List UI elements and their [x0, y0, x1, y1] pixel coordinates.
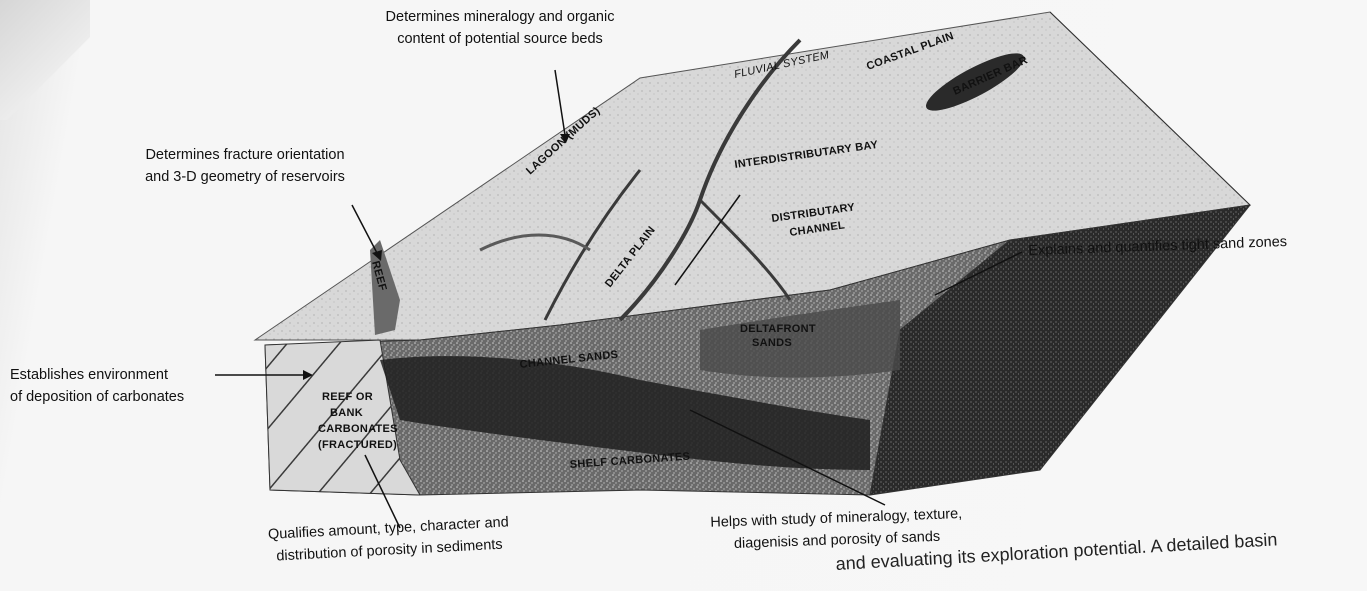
leader-source-beds: [555, 70, 565, 135]
callout-source-beds-line2: content of potential source beds: [340, 28, 660, 50]
callout-source-beds-line1: Determines mineralogy and organic: [340, 6, 660, 28]
label-deltafront-sands-1: DELTAFRONT: [740, 323, 816, 335]
label-reef-carbonates-3: CARBONATES: [318, 423, 398, 435]
callout-fracture-line2: and 3-D geometry of reservoirs: [110, 166, 380, 188]
callout-environment: Establishes environment of deposition of…: [10, 364, 184, 408]
label-reef-carbonates-2: BANK: [330, 407, 363, 419]
leader-fracture: [352, 205, 378, 255]
label-deltafront-sands-2: SANDS: [752, 337, 792, 349]
callout-fracture: Determines fracture orientation and 3-D …: [110, 144, 380, 188]
callout-fracture-line1: Determines fracture orientation: [110, 144, 380, 166]
callout-environment-line1: Establishes environment: [10, 364, 184, 386]
label-reef-carbonates-4: (FRACTURED): [318, 439, 397, 451]
label-reef-carbonates-1: REEF OR: [322, 391, 373, 403]
callout-source-beds: Determines mineralogy and organic conten…: [340, 6, 660, 50]
callout-environment-line2: of deposition of carbonates: [10, 386, 184, 408]
